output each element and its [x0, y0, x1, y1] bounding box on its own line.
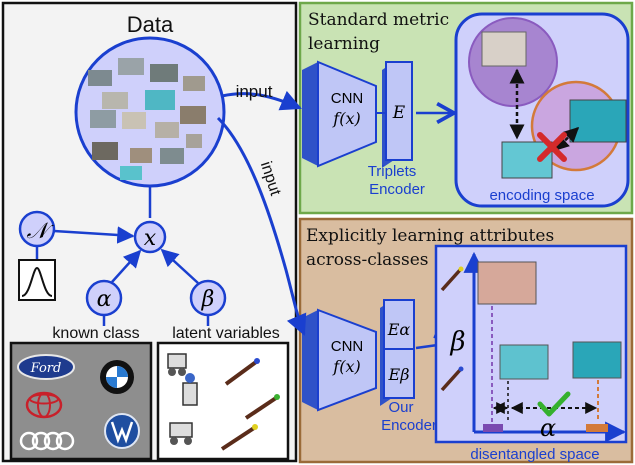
beta-axis-label: β [449, 327, 465, 357]
encoder-e-alpha: Eα [387, 320, 411, 339]
node-beta-label: β [201, 287, 215, 312]
beta-to-x-arrow [160, 248, 199, 284]
toyota-logo [25, 391, 63, 419]
car-thumbnail [120, 166, 142, 180]
paintbrush-icon [244, 394, 280, 420]
node-alpha-label: α [97, 287, 112, 312]
ours-caption-line1: Our [388, 399, 413, 416]
input-arrow-bottom [216, 116, 307, 336]
car-thumbnail [122, 112, 146, 129]
gaussian-curve [21, 266, 53, 297]
data-title: Data [127, 12, 174, 37]
car-thumbnail [186, 134, 202, 148]
n-to-x-arrow [53, 226, 135, 244]
metric-learning-panel: Standard metric learning CNN f(x) E Trip… [298, 1, 634, 215]
robot-icon [182, 373, 198, 406]
node-x-label: x [144, 226, 157, 251]
ours-caption-line2: Encoder [381, 417, 437, 434]
red-cross-icon [537, 132, 567, 162]
car-thumbnail [90, 110, 116, 128]
car-image-top [477, 261, 537, 305]
negative-car-image [569, 99, 627, 143]
input-arrow-top [221, 90, 302, 111]
latent-variables-label: latent variables [172, 325, 280, 342]
metric-caption-line2: Encoder [369, 181, 425, 198]
metric-cnn-func: f(x) [332, 109, 360, 128]
car-thumbnail [130, 148, 152, 163]
robot-icon [167, 353, 187, 376]
ours-cnn-func: f(x) [332, 357, 360, 376]
audi-logo [19, 431, 75, 451]
ours-cnn-label: CNN [331, 338, 364, 355]
positive-car-image [501, 141, 553, 179]
ours-panel: Explicitly learning attributes across-cl… [298, 217, 634, 464]
alpha-marker-orange [586, 424, 608, 432]
ours-title-line1: Explicitly learning attributes [306, 226, 554, 246]
volkswagen-logo [104, 413, 140, 449]
metric-title-line1: Standard metric [308, 10, 449, 30]
car-thumbnail [160, 148, 184, 164]
metric-title-line2: learning [308, 34, 380, 54]
car-thumbnail [102, 92, 128, 109]
triplet-encoder-block [385, 61, 413, 161]
disentangled-space-label: disentangled space [470, 446, 599, 463]
car-thumbnail [92, 142, 118, 160]
encoder-e-beta: Eβ [388, 365, 410, 384]
known-class-label: known class [52, 325, 139, 342]
alpha-axis-label: α [540, 414, 556, 442]
paintbrush-icon [440, 266, 464, 292]
car-thumbnail [183, 76, 205, 91]
car-thumbnail [88, 70, 112, 86]
car-thumbnail [155, 122, 179, 138]
ford-logo: Ford [17, 354, 75, 380]
node-x [133, 220, 167, 254]
ours-title-line2: across-classes [306, 250, 429, 270]
alpha-marker-purple [483, 424, 503, 432]
anchor-car-image [481, 31, 527, 67]
metric-encoder-symbol: E [392, 103, 406, 123]
metric-caption-line1: Triplets [368, 163, 417, 180]
input-label-top: input [236, 82, 273, 101]
ford-logo-text: Ford [30, 361, 62, 376]
car-thumbnail [118, 58, 144, 75]
metric-cnn-label: CNN [331, 90, 364, 107]
car-image-right [572, 341, 622, 379]
positive-negative-link [553, 126, 580, 152]
paintbrush-icon [224, 358, 260, 386]
alpha-to-x-arrow [111, 249, 142, 283]
car-thumbnail [145, 90, 175, 110]
bmw-logo [100, 360, 134, 394]
car-thumbnail [180, 106, 206, 124]
paintbrush-icon [440, 366, 464, 392]
car-thumbnail [150, 64, 178, 82]
green-check-icon [537, 391, 571, 417]
paintbrush-icon [220, 424, 258, 451]
robot-icon [169, 422, 193, 445]
encoding-space-label: encoding space [489, 187, 594, 204]
data-panel: Data x 𝒩 α [1, 1, 298, 463]
car-image-middle [499, 344, 549, 380]
car-thumbnails [88, 58, 206, 180]
